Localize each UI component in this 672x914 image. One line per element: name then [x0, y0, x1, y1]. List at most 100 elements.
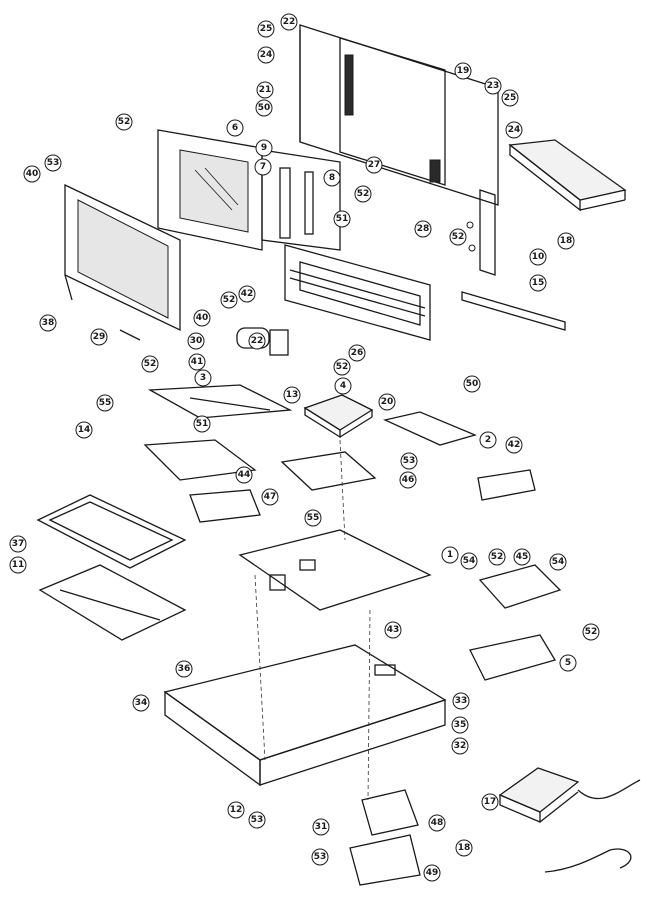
- svg-text:13: 13: [286, 390, 299, 400]
- callout: 18: [455, 839, 473, 857]
- callout: 41: [188, 353, 206, 371]
- callout: 49: [423, 864, 441, 882]
- callout: 52: [115, 113, 133, 131]
- callout: 24: [257, 46, 275, 64]
- svg-text:54: 54: [463, 556, 476, 566]
- callout-layer: 22 25 24 19 23 25 24 21 50 9 6 7 8 52 53…: [9, 13, 600, 882]
- svg-text:22: 22: [283, 17, 296, 27]
- svg-text:38: 38: [42, 318, 55, 328]
- hard-drive: [303, 394, 374, 439]
- side-bracket: [466, 189, 496, 276]
- callout: 40: [193, 309, 211, 327]
- callout: 25: [257, 20, 275, 38]
- lcd-panel-frame: [299, 24, 499, 206]
- svg-text:6: 6: [232, 123, 238, 133]
- svg-text:44: 44: [238, 470, 251, 480]
- svg-text:10: 10: [532, 252, 545, 262]
- callout: 55: [304, 509, 322, 527]
- callout: 42: [238, 285, 256, 303]
- svg-text:48: 48: [431, 818, 444, 828]
- svg-text:41: 41: [191, 357, 204, 367]
- callout: 52: [354, 185, 372, 203]
- svg-text:5: 5: [565, 658, 571, 668]
- callout: 53: [44, 154, 62, 172]
- callout: 5: [559, 654, 577, 672]
- callout: 18: [557, 232, 575, 250]
- svg-text:53: 53: [47, 158, 60, 168]
- callout: 38: [39, 314, 57, 332]
- callout: 37: [9, 535, 27, 553]
- svg-text:1: 1: [447, 550, 453, 560]
- bracket-plate: [147, 384, 293, 419]
- svg-text:17: 17: [484, 797, 497, 807]
- callout: 52: [220, 291, 238, 309]
- svg-text:4: 4: [340, 381, 346, 391]
- svg-text:34: 34: [135, 698, 148, 708]
- svg-text:18: 18: [458, 843, 471, 853]
- drive-tray: [280, 451, 377, 491]
- callout: 51: [193, 415, 211, 433]
- svg-text:2: 2: [485, 435, 491, 445]
- svg-text:14: 14: [78, 425, 91, 435]
- callout: 14: [75, 421, 93, 439]
- callout: 30: [187, 332, 205, 350]
- cover-plates: [349, 789, 421, 886]
- svg-text:25: 25: [504, 93, 517, 103]
- svg-text:53: 53: [251, 815, 264, 825]
- svg-text:20: 20: [381, 397, 394, 407]
- svg-text:43: 43: [387, 625, 400, 635]
- ac-adapter: [498, 767, 641, 823]
- callout: 51: [333, 210, 351, 228]
- svg-text:9: 9: [261, 143, 267, 153]
- callout: 1: [441, 546, 459, 564]
- svg-text:25: 25: [260, 24, 273, 34]
- callout: 7: [254, 158, 272, 176]
- callout: 36: [175, 660, 193, 678]
- svg-text:33: 33: [455, 696, 468, 706]
- callout: 25: [501, 89, 519, 107]
- bottom-case: [163, 644, 447, 787]
- svg-text:51: 51: [336, 214, 349, 224]
- svg-text:36: 36: [178, 664, 191, 674]
- svg-text:51: 51: [196, 419, 209, 429]
- svg-text:42: 42: [241, 289, 254, 299]
- callout: 48: [428, 814, 446, 832]
- callout: 12: [227, 801, 245, 819]
- callout: 13: [283, 386, 301, 404]
- callout: 21: [256, 81, 274, 99]
- callout: 17: [481, 793, 499, 811]
- svg-text:30: 30: [190, 336, 203, 346]
- keyboard: [36, 494, 187, 569]
- svg-text:40: 40: [196, 313, 209, 323]
- svg-text:52: 52: [585, 627, 598, 637]
- support-plate: [261, 149, 341, 251]
- svg-text:50: 50: [466, 379, 479, 389]
- svg-text:22: 22: [251, 336, 264, 346]
- callout: 42: [505, 436, 523, 454]
- pc-card-slot: [469, 564, 562, 681]
- svg-text:11: 11: [12, 560, 25, 570]
- keyboard-plate: [38, 564, 187, 641]
- svg-text:18: 18: [560, 236, 573, 246]
- svg-text:8: 8: [329, 173, 335, 183]
- svg-text:28: 28: [417, 224, 430, 234]
- callout: 28: [414, 220, 432, 238]
- svg-text:3: 3: [200, 373, 206, 383]
- svg-text:49: 49: [426, 868, 439, 878]
- callout: 54: [549, 553, 567, 571]
- callout: 10: [529, 248, 547, 266]
- svg-text:47: 47: [264, 492, 277, 502]
- display-bezel: [157, 129, 263, 251]
- callout: 52: [449, 228, 467, 246]
- svg-text:27: 27: [368, 160, 381, 170]
- callout: 53: [400, 452, 418, 470]
- callout: 22: [248, 332, 266, 350]
- callout: 24: [505, 121, 523, 139]
- svg-text:26: 26: [351, 348, 364, 358]
- callout: 43: [384, 621, 402, 639]
- svg-text:55: 55: [307, 513, 320, 523]
- callout: 52: [582, 623, 600, 641]
- svg-text:52: 52: [118, 117, 131, 127]
- callout: 50: [255, 99, 273, 117]
